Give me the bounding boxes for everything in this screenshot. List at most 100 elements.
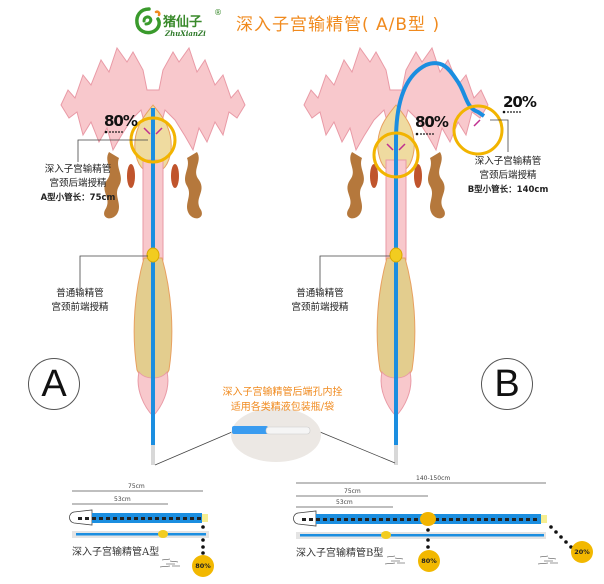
deep-label-b-line1: 深入子宫输精管: [474, 156, 542, 167]
percent-a-uterus: 80%: [104, 112, 138, 130]
tube-mark: [351, 518, 355, 521]
tube-mark: [435, 518, 439, 521]
tube-mark: [344, 518, 348, 521]
tube-mark: [78, 517, 82, 520]
registered-mark: ®: [214, 8, 222, 17]
tube-mark: [533, 518, 537, 521]
catheter-a-tip: [151, 445, 155, 465]
tube-a-dim-outer: 75cm: [128, 483, 145, 490]
tube-mark: [526, 518, 530, 521]
tube-b-dim-outer: 75cm: [344, 488, 361, 495]
closeup-note-line2: 适用各类精液包装瓶/袋: [230, 402, 335, 413]
tube-mark: [155, 517, 159, 520]
highlight-ring-b-uterus: [372, 131, 420, 179]
tube-mark: [484, 518, 488, 521]
tube-mark: [302, 518, 306, 521]
diagram-b-marker: B: [481, 358, 533, 410]
tube-mark: [134, 517, 138, 520]
tube-b-badge-end: 20%: [571, 541, 593, 563]
brand-logo: [134, 6, 164, 36]
deep-label-b-length: B型小管长：140cm: [467, 185, 549, 195]
tube-mark: [442, 518, 446, 521]
tube-mark: [393, 518, 397, 521]
tube-mark: [358, 518, 362, 521]
tube-mark: [400, 518, 404, 521]
tube-b-dim-total: 140-150cm: [416, 475, 451, 482]
tube-mark: [386, 518, 390, 521]
brand-name: 猪仙子: [163, 15, 203, 30]
normal-label-b-line1: 普通输精管: [296, 288, 344, 299]
tube-mark: [113, 517, 117, 520]
normal-catheter-label-a: 普通输精管 宫颈前端授精: [30, 287, 130, 315]
deep-catheter-label-a: 深入子宫输精管 宫颈后端授精 A型小管长：75cm: [28, 163, 128, 205]
diagram-a-marker: A: [28, 358, 80, 410]
tube-mark: [183, 517, 187, 520]
tube-mark: [323, 518, 327, 521]
tube-mark: [491, 518, 495, 521]
sperm-icons: [159, 555, 558, 568]
deep-label-a-line1: 深入子宫输精管: [44, 164, 112, 175]
normal-label-b-line2: 宫颈前端授精: [291, 302, 349, 313]
tube-a-dim-inner: 53cm: [114, 496, 131, 503]
tube-mark: [505, 518, 509, 521]
tube-mark: [470, 518, 474, 521]
tube-mark: [463, 518, 467, 521]
tube-mark: [120, 517, 124, 520]
tube-mark: [316, 518, 320, 521]
tube-b-badge-mid: 80%: [418, 550, 440, 572]
tube-mark: [148, 517, 152, 520]
tube-a-label: 深入子宫输精管A型: [72, 547, 160, 558]
tube-mark: [456, 518, 460, 521]
tube-mark: [92, 517, 96, 520]
tube-mark: [141, 517, 145, 520]
tube-mark: [498, 518, 502, 521]
cervical-plug-a: [146, 247, 160, 263]
normal-label-a-line2: 宫颈前端授精: [51, 302, 109, 313]
tube-mark: [414, 518, 418, 521]
tube-mark: [449, 518, 453, 521]
deep-catheter-label-b: 深入子宫输精管 宫颈后端授精 B型小管长：140cm: [458, 155, 558, 197]
tube-mark: [162, 517, 166, 520]
tube-mark: [197, 517, 201, 520]
tube-b-dim-inner: 53cm: [336, 499, 353, 506]
tube-a-badge: 80%: [192, 555, 214, 577]
highlight-ring-b-horn: [452, 104, 504, 156]
normal-label-a-line1: 普通输精管: [56, 288, 104, 299]
closeup-note: 深入子宫输精管后端孔内拴 适用各类精液包装瓶/袋: [200, 385, 365, 415]
closeup-note-line1: 深入子宫输精管后端孔内拴: [222, 387, 343, 398]
catheter-b: [394, 61, 486, 460]
tube-mark: [190, 517, 194, 520]
tube-mark: [407, 518, 411, 521]
tube-a-schematic: [69, 490, 209, 555]
tube-mark: [99, 517, 103, 520]
arrows-a: [143, 127, 163, 135]
catheter-b-tip: [394, 445, 398, 465]
page-title: 深入子宫输精管( A/B型 ): [236, 15, 441, 35]
tube-mark: [169, 517, 173, 520]
brand-pinyin: ZhuXianZi: [165, 29, 206, 38]
tube-mark: [176, 517, 180, 520]
percent-b-horn: 20%: [503, 93, 537, 111]
tube-mark: [379, 518, 383, 521]
arrows-b: [386, 143, 406, 151]
tube-mark: [477, 518, 481, 521]
deep-label-b-line2: 宫颈后端授精: [479, 170, 537, 181]
tube-mark: [330, 518, 334, 521]
tube-closeup: [231, 408, 321, 462]
tube-b-label: 深入子宫输精管B型: [296, 548, 384, 559]
tube-mark: [372, 518, 376, 521]
tube-mark: [519, 518, 523, 521]
tube-mark: [337, 518, 341, 521]
tube-mark: [512, 518, 516, 521]
tube-mark: [309, 518, 313, 521]
tube-mark: [127, 517, 131, 520]
tube-mark: [85, 517, 89, 520]
tube-mark: [365, 518, 369, 521]
catheter-a: [151, 108, 155, 453]
deep-label-a-line2: 宫颈后端授精: [49, 178, 107, 189]
tube-mark: [106, 517, 110, 520]
percent-dots: [104, 110, 521, 136]
anatomy-b: [303, 47, 504, 465]
logo-swirl-icon: [135, 7, 161, 35]
